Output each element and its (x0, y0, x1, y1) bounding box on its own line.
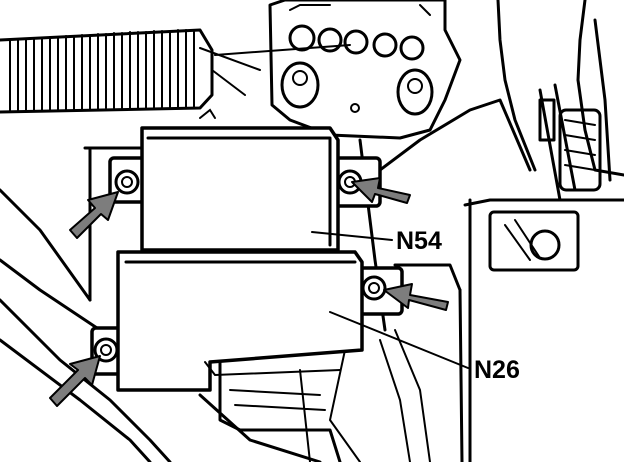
screw-lower-right (361, 275, 387, 301)
mounting-bracket (268, 0, 462, 140)
housing-frame (0, 138, 462, 462)
arrow-icon (49, 355, 101, 407)
arrow-icon (351, 177, 411, 204)
label-n26: N26 (474, 356, 520, 384)
leader-line-n26 (329, 311, 469, 369)
control-module-n54 (108, 108, 382, 252)
wiring-harness (378, 0, 624, 462)
coil-spring (0, 28, 351, 114)
arrow-icon (383, 283, 449, 311)
control-module-n26 (90, 250, 404, 392)
label-n54: N54 (396, 227, 442, 255)
screw-lower-left (93, 337, 119, 363)
leader-line-n54 (311, 231, 393, 241)
screw-upper-left (114, 169, 140, 195)
arrow-icon (69, 191, 119, 239)
